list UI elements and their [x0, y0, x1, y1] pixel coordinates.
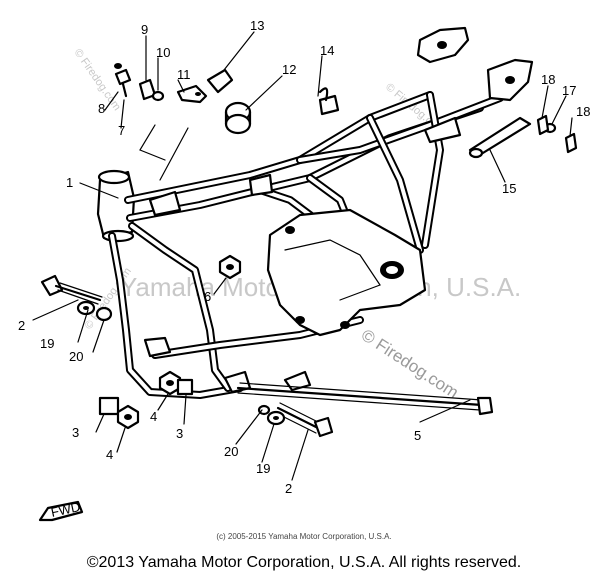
washer-upper — [76, 300, 96, 316]
callout-12: 12 — [282, 62, 296, 77]
callout-8: 8 — [98, 101, 105, 116]
bolt-upper — [40, 274, 103, 305]
callout-2-upper: 2 — [18, 318, 25, 333]
leader-lines — [32, 31, 573, 481]
bracket-13 — [206, 68, 234, 94]
spacer-upper — [95, 306, 113, 322]
callout-9: 9 — [141, 22, 148, 37]
copyright-notice: ©2013 Yamaha Motor Corporation, U.S.A. A… — [86, 554, 522, 571]
callout-18-lower: 18 — [576, 104, 590, 119]
spacer-lower — [257, 404, 271, 416]
plate-left — [98, 396, 120, 416]
callout-17: 17 — [562, 83, 576, 98]
callout-4-center: 4 — [150, 409, 157, 424]
svg-text:© Firedog.com: © Firedog.com — [358, 325, 462, 402]
callout-19-upper: 19 — [40, 336, 54, 351]
callout-11: 11 — [177, 67, 191, 82]
through-bolt — [236, 382, 494, 416]
callout-10: 10 — [156, 45, 170, 60]
callout-18-upper: 18 — [541, 72, 555, 87]
callout-14: 14 — [320, 43, 334, 58]
clip-10 — [151, 90, 165, 102]
damper-12 — [224, 101, 252, 135]
hook-14 — [318, 87, 329, 102]
bracket-15 — [468, 116, 532, 159]
pivot-plate — [266, 208, 427, 337]
callout-19-lower: 19 — [256, 461, 270, 476]
callout-13: 13 — [250, 18, 264, 33]
bolt-18 — [536, 114, 578, 154]
washer-8 — [114, 63, 122, 69]
steering-head — [96, 170, 136, 240]
svg-text:FWD: FWD — [50, 499, 82, 520]
callout-labels: 1 2 2 3 3 4 4 5 6 7 8 9 10 11 12 13 14 1… — [18, 18, 590, 496]
callout-1: 1 — [66, 175, 73, 190]
plate-center — [176, 378, 194, 396]
forward-arrow-icon: FWD — [38, 499, 84, 522]
callout-15: 15 — [502, 181, 516, 196]
diagram-copyright-small: (c) 2005-2015 Yamaha Motor Corporation, … — [216, 532, 392, 541]
watermark-firedog: © Firedog.com — [358, 325, 462, 402]
bolt-7 — [114, 68, 132, 98]
callout-20-lower: 20 — [224, 444, 238, 459]
callout-4-left: 4 — [106, 447, 113, 462]
collar-11 — [176, 84, 208, 104]
callout-3-center: 3 — [176, 426, 183, 441]
motorcycle-frame — [96, 26, 534, 399]
washer-lower — [266, 410, 286, 426]
callout-2-lower: 2 — [285, 481, 292, 496]
callout-6: 6 — [204, 289, 211, 304]
callout-7: 7 — [118, 123, 125, 138]
callout-3-left: 3 — [72, 425, 79, 440]
callout-20-upper: 20 — [69, 349, 83, 364]
nut-left — [116, 404, 140, 430]
nut-6 — [218, 254, 242, 280]
callout-5: 5 — [414, 428, 421, 443]
